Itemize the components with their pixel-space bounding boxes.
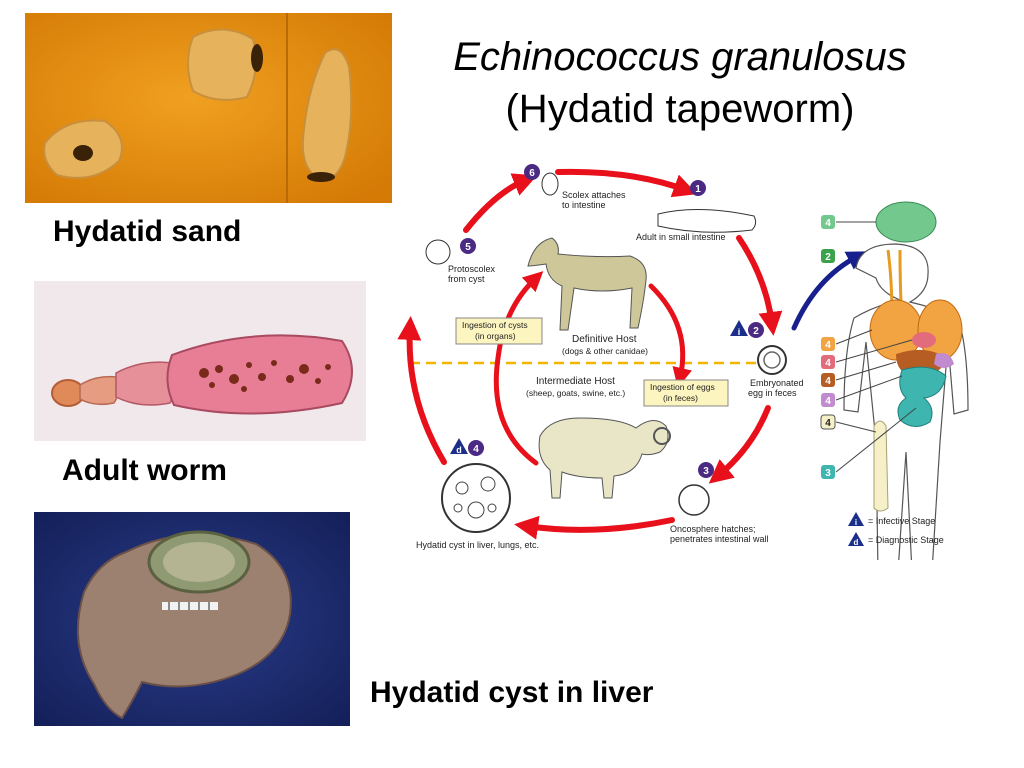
legend-diagnostic-icon xyxy=(848,532,864,546)
egg-icon xyxy=(757,345,787,375)
legend-diagnostic-label: = Diagnostic Stage xyxy=(868,535,944,545)
organ-badge-number: 4 xyxy=(825,376,831,387)
legend-infective-label: = Infective Stage xyxy=(868,516,935,526)
organ-badge-number: 4 xyxy=(825,340,831,351)
svg-text:i: i xyxy=(738,327,741,337)
step-4-label: Hydatid cyst in liver, lungs, etc. xyxy=(416,540,539,550)
organ-badge-number: 4 xyxy=(825,418,831,429)
oncosphere-icon xyxy=(678,484,710,516)
organ-badge xyxy=(821,355,835,369)
adult-worm-icon xyxy=(657,209,757,233)
organ-pointer-line xyxy=(835,361,897,381)
hydatid-sand-caption: Hydatid sand xyxy=(53,215,242,248)
organ-badge xyxy=(821,337,835,351)
diagnostic-stage-icon xyxy=(450,438,468,454)
organ-badge xyxy=(821,373,835,387)
sheep-icon xyxy=(538,417,671,499)
organ-pointer-line xyxy=(835,407,917,473)
badge-step-5 xyxy=(460,238,476,254)
ingestion-eggs-label: Ingestion of eggs(in feces) xyxy=(650,382,715,403)
badge-step-3 xyxy=(698,462,714,478)
protoscolex-icon xyxy=(425,239,451,265)
scolex-icon xyxy=(541,172,559,196)
human-figure-icon xyxy=(843,201,969,560)
organ-pointer-line xyxy=(835,329,873,345)
badge-step-4 xyxy=(468,440,484,456)
organ-badge xyxy=(820,414,836,430)
ingestion-cysts-box xyxy=(455,317,543,345)
organ-pointer-line xyxy=(835,421,877,433)
human-infection-arrow xyxy=(791,251,867,331)
organ-badge-number: 2 xyxy=(825,252,831,263)
svg-text:4: 4 xyxy=(473,444,479,455)
svg-text:3: 3 xyxy=(703,466,709,477)
hydatid-cyst-liver-photo xyxy=(34,512,350,726)
title-common-name: (Hydatid tapeworm) xyxy=(505,87,855,131)
svg-text:6: 6 xyxy=(529,168,535,179)
svg-text:d: d xyxy=(456,445,462,455)
ingestion-eggs-box xyxy=(643,379,729,407)
badge-step-1 xyxy=(690,180,706,196)
organ-badge-number: 4 xyxy=(825,396,831,407)
organ-pointer-line xyxy=(835,375,903,401)
organ-badge xyxy=(821,249,835,263)
title-species: Echinococcus granulosus xyxy=(453,35,907,79)
ingestion-cysts-label: Ingestion of cysts(in organs) xyxy=(462,320,528,341)
organ-pointer-line xyxy=(835,339,913,363)
hydatid-cyst-icon xyxy=(441,463,511,533)
organ-badge xyxy=(821,393,835,407)
organ-badge xyxy=(821,215,835,229)
legend-infective-icon xyxy=(848,512,864,526)
svg-text:2: 2 xyxy=(753,326,759,337)
hydatid-sand-photo xyxy=(25,13,392,203)
step-1-label: Adult in small intestine xyxy=(636,232,726,242)
badge-step-2 xyxy=(748,322,764,338)
definitive-host-label: Definitive Host(dogs & other canidae) xyxy=(562,334,648,356)
adult-worm-photo xyxy=(34,281,366,441)
step-3-label: Oncosphere hatches;penetrates intestinal… xyxy=(670,524,769,544)
intermediate-host-label: Intermediate Host(sheep, goats, swine, e… xyxy=(526,376,625,398)
egg-embryo-icon xyxy=(763,351,781,369)
hydatid-cyst-caption: Hydatid cyst in liver xyxy=(370,676,654,709)
dog-icon xyxy=(527,237,647,331)
svg-text:i: i xyxy=(855,518,857,527)
inner-cycle-arrows xyxy=(493,271,692,466)
adult-worm-caption: Adult worm xyxy=(62,454,227,487)
organ-badge-number: 3 xyxy=(825,468,831,479)
organ-badge-number: 4 xyxy=(825,358,831,369)
organ-badge xyxy=(821,465,835,479)
daughter-cysts-icon xyxy=(453,476,497,519)
outer-cycle-arrows xyxy=(397,168,783,540)
svg-text:1: 1 xyxy=(695,184,701,195)
organ-badges: 4 2 4 4 4 4 4 3 xyxy=(820,215,917,479)
svg-text:5: 5 xyxy=(465,242,471,253)
infective-stage-icon xyxy=(730,320,748,336)
organ-badge-number: 4 xyxy=(825,218,831,229)
badge-step-6 xyxy=(524,164,540,180)
svg-text:d: d xyxy=(854,538,859,547)
